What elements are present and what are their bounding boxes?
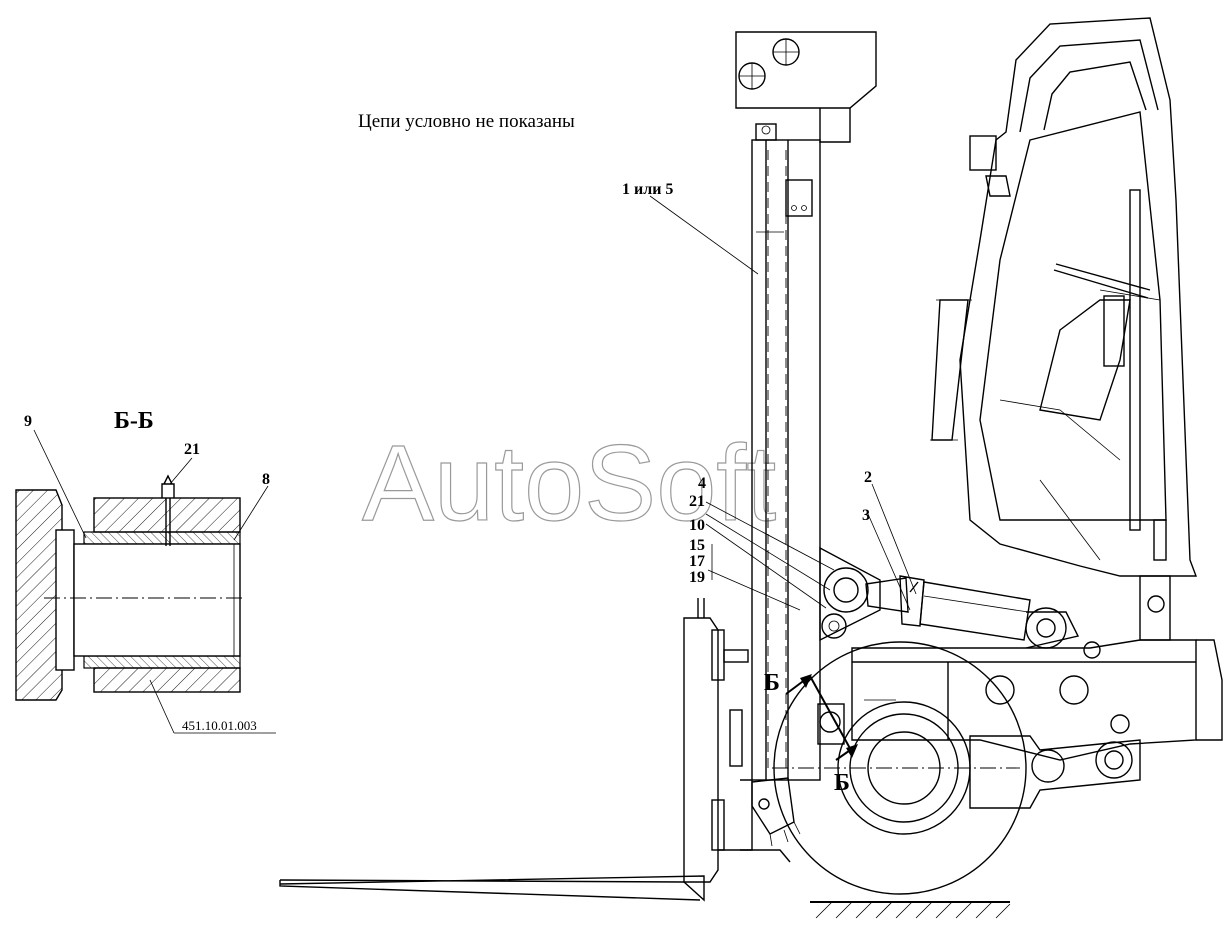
callout-19: 19: [689, 569, 705, 586]
callout-mast: 1 или 5: [622, 181, 673, 198]
fork-carriage: [683, 617, 719, 883]
section-shaft: [73, 543, 241, 657]
operator-cab: [930, 17, 1198, 577]
mast-rail-outer: [751, 139, 821, 781]
section-title: Б-Б: [114, 408, 154, 434]
callout-17: 17: [689, 553, 705, 570]
note-chains-not-shown: Цепи условно не показаны: [358, 111, 575, 132]
callout-15: 15: [689, 537, 705, 554]
callout-4: 4: [698, 475, 706, 492]
grease-nipple: [161, 474, 175, 546]
callout-2: 2: [864, 469, 872, 486]
tilt-cylinder-pivot-rear: [1025, 607, 1067, 649]
tilt-cylinder: [819, 546, 1080, 649]
section-upper-housing: [93, 497, 241, 533]
callout-10: 10: [689, 517, 705, 534]
leader-lines: [649, 195, 917, 761]
chassis: [772, 575, 1223, 919]
drive-axle: [969, 735, 1141, 809]
section-flange: [55, 529, 75, 671]
section-callout-8: 8: [262, 471, 270, 488]
section-mark-lower: Б: [834, 770, 850, 796]
section-lower-housing: [93, 667, 241, 693]
section-sleeve-bottom: [83, 655, 241, 669]
fork-blade: [279, 875, 705, 902]
section-sleeve-top: [83, 531, 241, 545]
watermark: AutoSoft: [362, 422, 776, 543]
mast-head: [735, 31, 877, 109]
section-mark-upper: Б: [764, 670, 780, 696]
operator-seat: [1039, 299, 1131, 421]
mast-assembly: [279, 31, 877, 902]
section-callout-9: 9: [24, 413, 32, 430]
tilt-cylinder-barrel: [919, 581, 1031, 641]
tilt-cylinder-pivot-front: [823, 567, 869, 613]
cab-window: [979, 111, 1167, 521]
chassis-frame: [851, 639, 1197, 761]
callout-3: 3: [862, 507, 870, 524]
section-callout-21: 21: [184, 441, 200, 458]
part-reference: 451.10.01.003: [182, 718, 257, 733]
callout-21: 21: [689, 493, 705, 510]
section-wall: [15, 489, 63, 701]
section-view-bb: Б-Б 9 21 8 451.10.01.003: [15, 408, 276, 734]
